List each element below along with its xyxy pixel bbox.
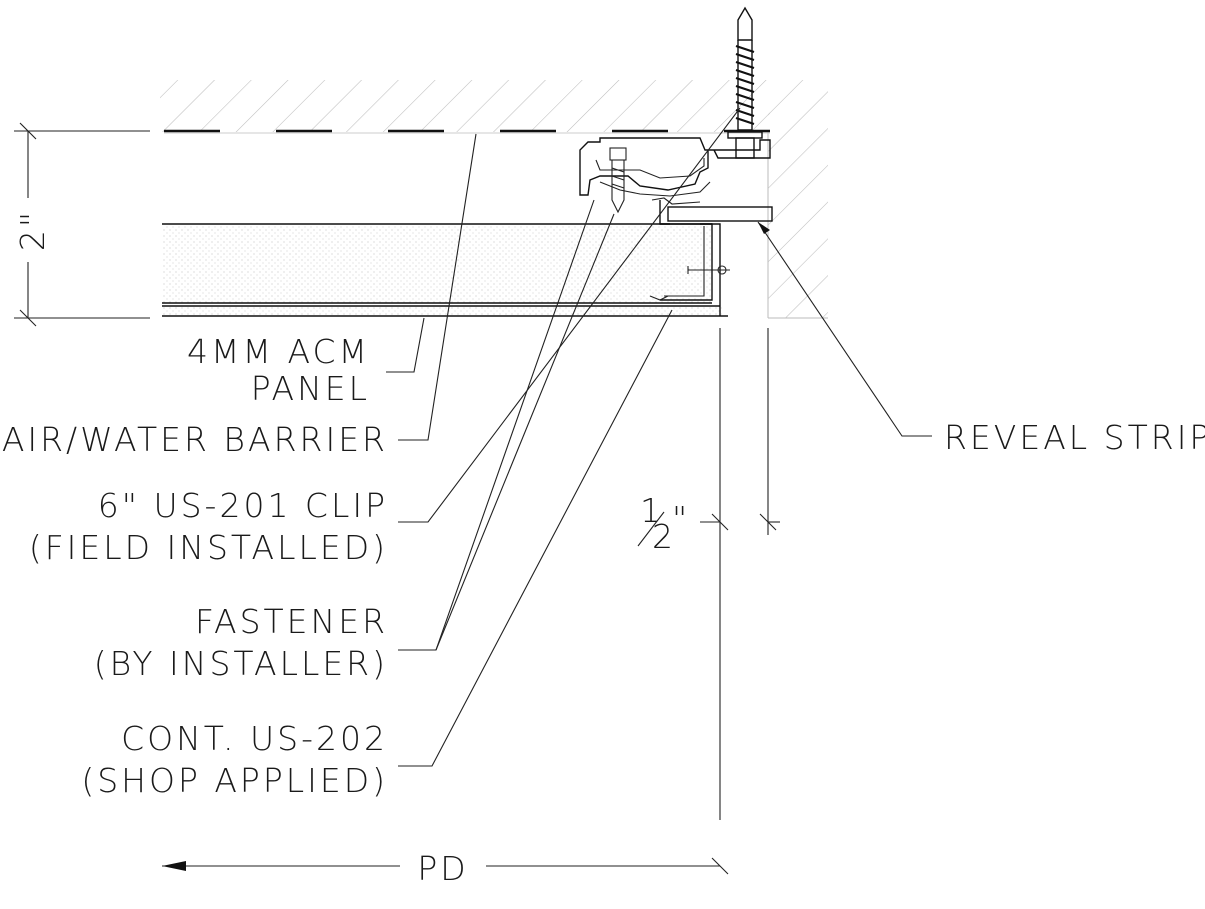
- panel-return-leg: [649, 223, 730, 316]
- dim-height-label: 2": [13, 209, 52, 251]
- reveal-strip: [659, 200, 773, 225]
- dim-width: [162, 857, 729, 875]
- acm-panel: [162, 223, 728, 317]
- clip-screw: [609, 147, 627, 214]
- air-water-barrier-line: [164, 129, 770, 134]
- dim-width-label: PD: [417, 849, 468, 888]
- callout-fastener-2: (BY INSTALLER): [94, 644, 388, 683]
- svg-text:2: 2: [652, 517, 676, 556]
- dim-reveal: [700, 328, 780, 820]
- leader-lines: [386, 107, 932, 767]
- callout-fastener-1: FASTENER: [195, 602, 388, 641]
- callout-air-water-barrier: AIR/WATER BARRIER: [2, 420, 388, 459]
- dim-reveal-label: 1 2 ": [637, 491, 690, 556]
- callout-clip-2: (FIELD INSTALLED): [29, 528, 388, 567]
- callout-cont-2: (SHOP APPLIED): [81, 761, 388, 800]
- substrate-hatch: [160, 80, 828, 319]
- main-fastener: [727, 6, 763, 159]
- callout-reveal-strip: REVEAL STRIP: [944, 418, 1205, 457]
- svg-text:1: 1: [640, 491, 664, 530]
- callout-cont-1: CONT. US-202: [121, 719, 388, 758]
- callout-acm-panel-2: PANEL: [251, 369, 370, 408]
- us-201-clip: [579, 137, 771, 205]
- callout-clip-1: 6" US-201 CLIP: [98, 486, 388, 525]
- callout-acm-panel-1: 4MM ACM: [187, 332, 370, 371]
- dim-height: [14, 122, 150, 327]
- svg-text:": ": [672, 499, 690, 538]
